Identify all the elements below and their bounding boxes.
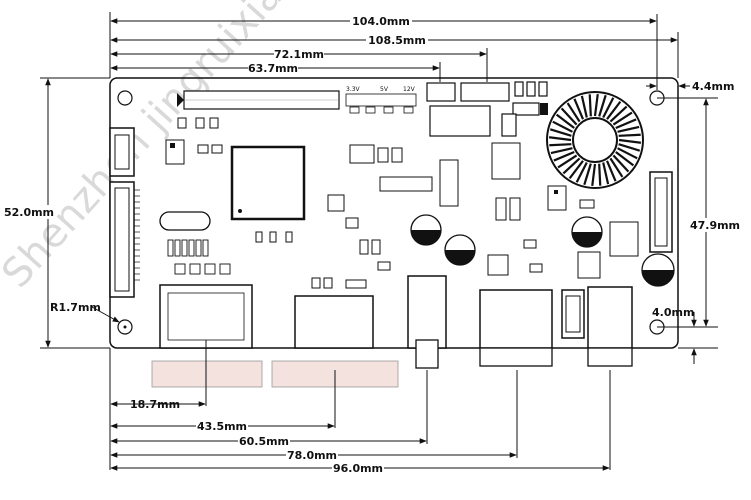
dim-43-5mm: 43.5mm	[197, 420, 247, 433]
coil-winding	[575, 162, 588, 183]
top-pin-header	[177, 90, 340, 110]
dim-60-5mm: 60.5mm	[239, 435, 289, 448]
left-connector-large	[109, 181, 140, 298]
coil-winding	[549, 128, 572, 137]
dim-108-5mm: 108.5mm	[368, 34, 426, 47]
coil-winding	[598, 94, 607, 117]
coil-winding	[617, 125, 640, 133]
coil-winding	[566, 102, 581, 123]
hdmi-port-2	[294, 295, 374, 349]
coil-winding	[615, 151, 635, 167]
hdmi-port-1	[159, 284, 253, 349]
dim-18-7mm: 18.7mm	[130, 398, 180, 411]
resistor-array	[167, 239, 231, 275]
coil-winding	[553, 150, 575, 162]
dim-63-7mm: 63.7mm	[248, 62, 298, 75]
crystal-oscillator	[159, 211, 211, 231]
coil-winding	[605, 160, 617, 182]
coil-winding	[568, 160, 584, 180]
coil-winding	[588, 94, 592, 117]
mounting-hole-top-left	[117, 90, 133, 106]
coil-winding	[618, 133, 641, 137]
electrolytic-capacitors	[410, 214, 675, 287]
coil-winding	[617, 147, 638, 160]
coil-winding	[606, 100, 622, 120]
dim-47-9mm: 47.9mm	[690, 219, 740, 232]
jumper-label-3v3: 3.3V	[346, 86, 361, 93]
coil-winding	[593, 93, 599, 117]
coil-winding	[618, 138, 642, 144]
ic-marker	[554, 190, 558, 194]
coil-winding	[612, 154, 630, 173]
coil-winding	[557, 154, 578, 169]
dim-78mm: 78.0mm	[287, 449, 337, 462]
usb-port	[479, 289, 553, 367]
left-connector-small	[109, 127, 135, 177]
coil-winding	[555, 113, 575, 129]
coil-winding	[609, 157, 624, 178]
coil-winding	[602, 162, 610, 185]
jumper-block	[345, 93, 417, 107]
coil-winding	[591, 163, 597, 187]
coil-winding	[548, 136, 572, 142]
audio-jack	[407, 275, 447, 369]
main-ic-chip	[230, 145, 306, 221]
jumper-pad	[365, 106, 376, 114]
coil-winding	[615, 118, 637, 130]
coil-winding	[583, 163, 592, 186]
coil-winding	[560, 107, 578, 126]
coil-winding	[609, 105, 628, 123]
jumper-label-12v: 12V	[403, 86, 416, 93]
coil-winding	[562, 157, 581, 175]
switch	[561, 289, 585, 339]
small-components	[165, 117, 639, 289]
dim-r1-7mm: R1.7mm	[50, 301, 101, 314]
jumper-pad	[403, 106, 414, 114]
jumper-pad	[383, 106, 394, 114]
coil-winding	[618, 143, 641, 152]
jumper-label-5v: 5V	[380, 86, 389, 93]
jumper-pad	[349, 106, 360, 114]
coil-winding	[549, 143, 572, 147]
coil-winding	[602, 97, 615, 118]
coil-winding	[612, 111, 633, 126]
dim-96mm: 96.0mm	[333, 462, 383, 475]
coil-winding	[598, 163, 602, 186]
mounting-hole-bottom-left	[117, 319, 133, 335]
coil-winding	[580, 95, 588, 118]
dim-104mm: 104.0mm	[352, 15, 410, 28]
coil-winding	[552, 120, 573, 133]
extension-lines	[40, 12, 718, 470]
right-connector	[649, 171, 673, 253]
dim-4-4mm: 4.4mm	[692, 80, 734, 93]
dim-52mm: 52.0mm	[4, 206, 54, 219]
coil-winding	[550, 147, 573, 155]
toroid-inductor	[546, 91, 644, 189]
hdmi-1-protrusion	[151, 360, 263, 388]
dc-power-jack	[587, 286, 633, 367]
mounting-hole-center	[123, 325, 127, 329]
dim-4-0mm: 4.0mm	[652, 306, 694, 319]
main-ic-pin1-dot	[238, 209, 242, 213]
dim-72-1mm: 72.1mm	[274, 48, 324, 61]
dimension-labels: 104.0mm 108.5mm 72.1mm 63.7mm 4.4mm 52.0…	[4, 14, 746, 475]
coil-winding	[573, 98, 585, 120]
ic-marker	[170, 143, 175, 148]
diode	[540, 103, 548, 115]
top-connectors	[426, 81, 548, 137]
